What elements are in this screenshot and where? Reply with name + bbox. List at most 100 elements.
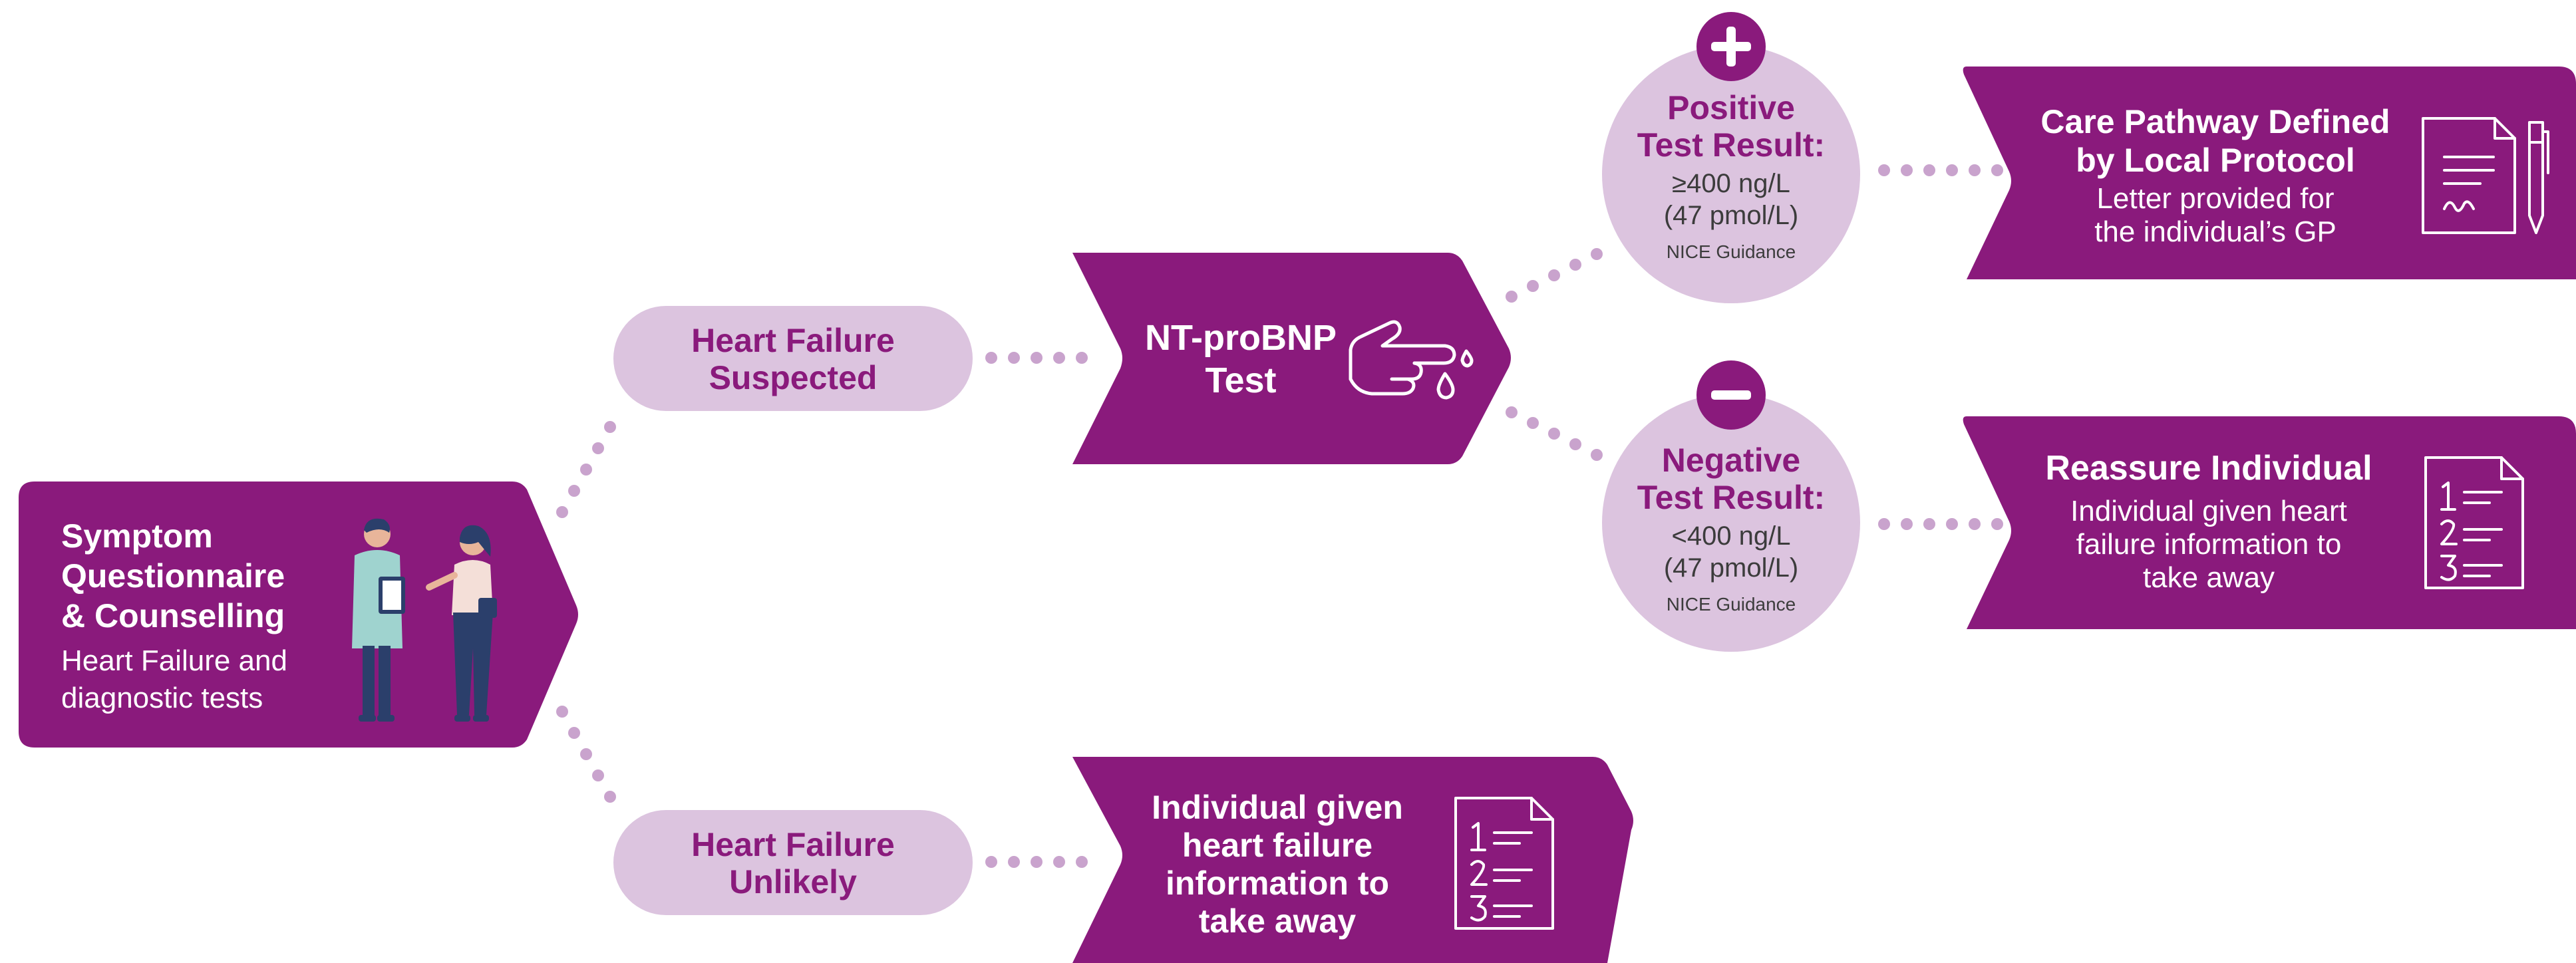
start-title: Symptom Questionnaire & Counselling (61, 516, 341, 636)
connector-dot (1008, 856, 1020, 868)
positive-title-line: Test Result: (1637, 126, 1826, 164)
negative-title-line: Test Result: (1637, 479, 1826, 516)
reassure-subtitle-line: failure information to (2076, 528, 2342, 561)
care-pathway-title-line: by Local Protocol (2076, 142, 2355, 179)
care-pathway-subtitle: Letter provided for the individual’s GP (2003, 182, 2428, 249)
connector-dot (1878, 518, 1890, 530)
connector-dot (1569, 438, 1581, 450)
finger-blood-drop-icon (1349, 320, 1474, 400)
unlikely-info-label: Individual given heart failure informati… (1111, 789, 1444, 940)
test-label-line: NT-proBNP (1145, 318, 1337, 358)
connector-dot (1053, 352, 1065, 364)
connector-dot (985, 856, 997, 868)
connector-dot (1506, 291, 1518, 303)
reassure-subtitle-line: Individual given heart (2070, 495, 2347, 527)
connector-dot (1076, 352, 1088, 364)
connector-dot (568, 485, 580, 497)
connector-dot (556, 706, 568, 718)
plus-icon (1711, 27, 1751, 67)
connector-dot (1923, 164, 1935, 176)
positive-note: NICE Guidance (1666, 241, 1796, 262)
connector-dot (1946, 518, 1958, 530)
positive-value-line: ≥400 ng/L (1672, 169, 1790, 198)
connector-dot (604, 421, 616, 433)
connector-dot (1901, 518, 1913, 530)
connector-dot (556, 506, 568, 518)
connector-dot (1031, 352, 1043, 364)
connector-dot (1076, 856, 1088, 868)
connector-dot (1901, 164, 1913, 176)
document-pen-icon (2422, 117, 2549, 234)
connector-dot (1923, 518, 1935, 530)
connector-dot (1008, 352, 1020, 364)
positive-title-line: Positive (1667, 89, 1795, 126)
unlikely-info-line: Individual given (1152, 789, 1403, 826)
connector-dot (1591, 449, 1603, 461)
connector-dot (604, 791, 616, 803)
connector-dot (580, 464, 592, 476)
care-pathway-title-line: Care Pathway Defined (2040, 103, 2390, 140)
doctor-and-patient-illustration (352, 518, 497, 722)
suspected-pill (613, 306, 973, 411)
unlikely-label: Heart Failure Unlikely (613, 826, 973, 900)
connector-dot (1053, 856, 1065, 868)
positive-value-line: (47 pmol/L) (1663, 201, 1799, 230)
positive-title: Positive Test Result: (1602, 89, 1860, 164)
suspected-label-line: Suspected (709, 359, 878, 396)
connector-dot (1548, 428, 1560, 440)
negative-note: NICE Guidance (1666, 594, 1796, 615)
start-subtitle-line: diagnostic tests (61, 682, 263, 714)
connector-dot (592, 442, 604, 454)
connector-dot (580, 748, 592, 760)
positive-value: ≥400 ng/L (47 pmol/L) (1602, 168, 1860, 231)
connector-dot (1591, 248, 1603, 260)
care-pathway-title: Care Pathway Defined by Local Protocol (2003, 102, 2428, 180)
unlikely-info-line: information to (1165, 865, 1390, 902)
negative-value: <400 ng/L (47 pmol/L) (1602, 520, 1860, 584)
unlikely-pill (613, 810, 973, 915)
unlikely-info-line: heart failure (1182, 827, 1373, 864)
connector-dot (1548, 269, 1560, 281)
unlikely-label-line: Heart Failure (691, 826, 895, 863)
start-title-line: & Counselling (61, 597, 285, 634)
connector-dot (1991, 518, 2003, 530)
positive-badge (1696, 12, 1766, 81)
reassure-title-line: Reassure Individual (2045, 449, 2372, 487)
suspected-label-line: Heart Failure (691, 322, 895, 359)
connector-dot (1569, 259, 1581, 271)
positive-circle (1602, 45, 1860, 303)
unlikely-label-line: Unlikely (729, 863, 857, 900)
numbered-checklist-icon (1454, 797, 1554, 930)
negative-circle (1602, 394, 1860, 652)
negative-title: Negative Test Result: (1602, 442, 1860, 516)
negative-badge (1696, 360, 1766, 430)
suspected-label: Heart Failure Suspected (613, 322, 973, 396)
minus-icon (1711, 390, 1751, 400)
connector-dot (1946, 164, 1958, 176)
connector-dot (1031, 856, 1043, 868)
connector-dot (1527, 417, 1539, 429)
connector-dot (568, 727, 580, 739)
connector-dot (1969, 164, 1981, 176)
start-title-line: Symptom (61, 517, 213, 555)
start-subtitle: Heart Failure and diagnostic tests (61, 642, 341, 717)
negative-title-line: Negative (1661, 442, 1801, 479)
connector-dot (1991, 164, 2003, 176)
care-pathway-subtitle-line: the individual’s GP (2094, 215, 2336, 248)
connector-dot (1506, 406, 1518, 418)
reassure-subtitle: Individual given heart failure informati… (2003, 495, 2415, 595)
unlikely-info-line: take away (1198, 902, 1357, 940)
reassure-title: Reassure Individual (2003, 448, 2415, 488)
start-subtitle-line: Heart Failure and (61, 644, 287, 677)
connector-dot (1969, 518, 1981, 530)
negative-value-line: (47 pmol/L) (1663, 553, 1799, 583)
connector-dot (592, 769, 604, 781)
connector-dot (1527, 280, 1539, 292)
care-pathway-subtitle-line: Letter provided for (2096, 182, 2334, 215)
start-title-line: Questionnaire (61, 557, 285, 595)
numbered-checklist-icon (2424, 456, 2524, 589)
negative-value-line: <400 ng/L (1671, 521, 1791, 551)
test-label: NT-proBNP Test (1131, 317, 1351, 402)
connector-dot (985, 352, 997, 364)
